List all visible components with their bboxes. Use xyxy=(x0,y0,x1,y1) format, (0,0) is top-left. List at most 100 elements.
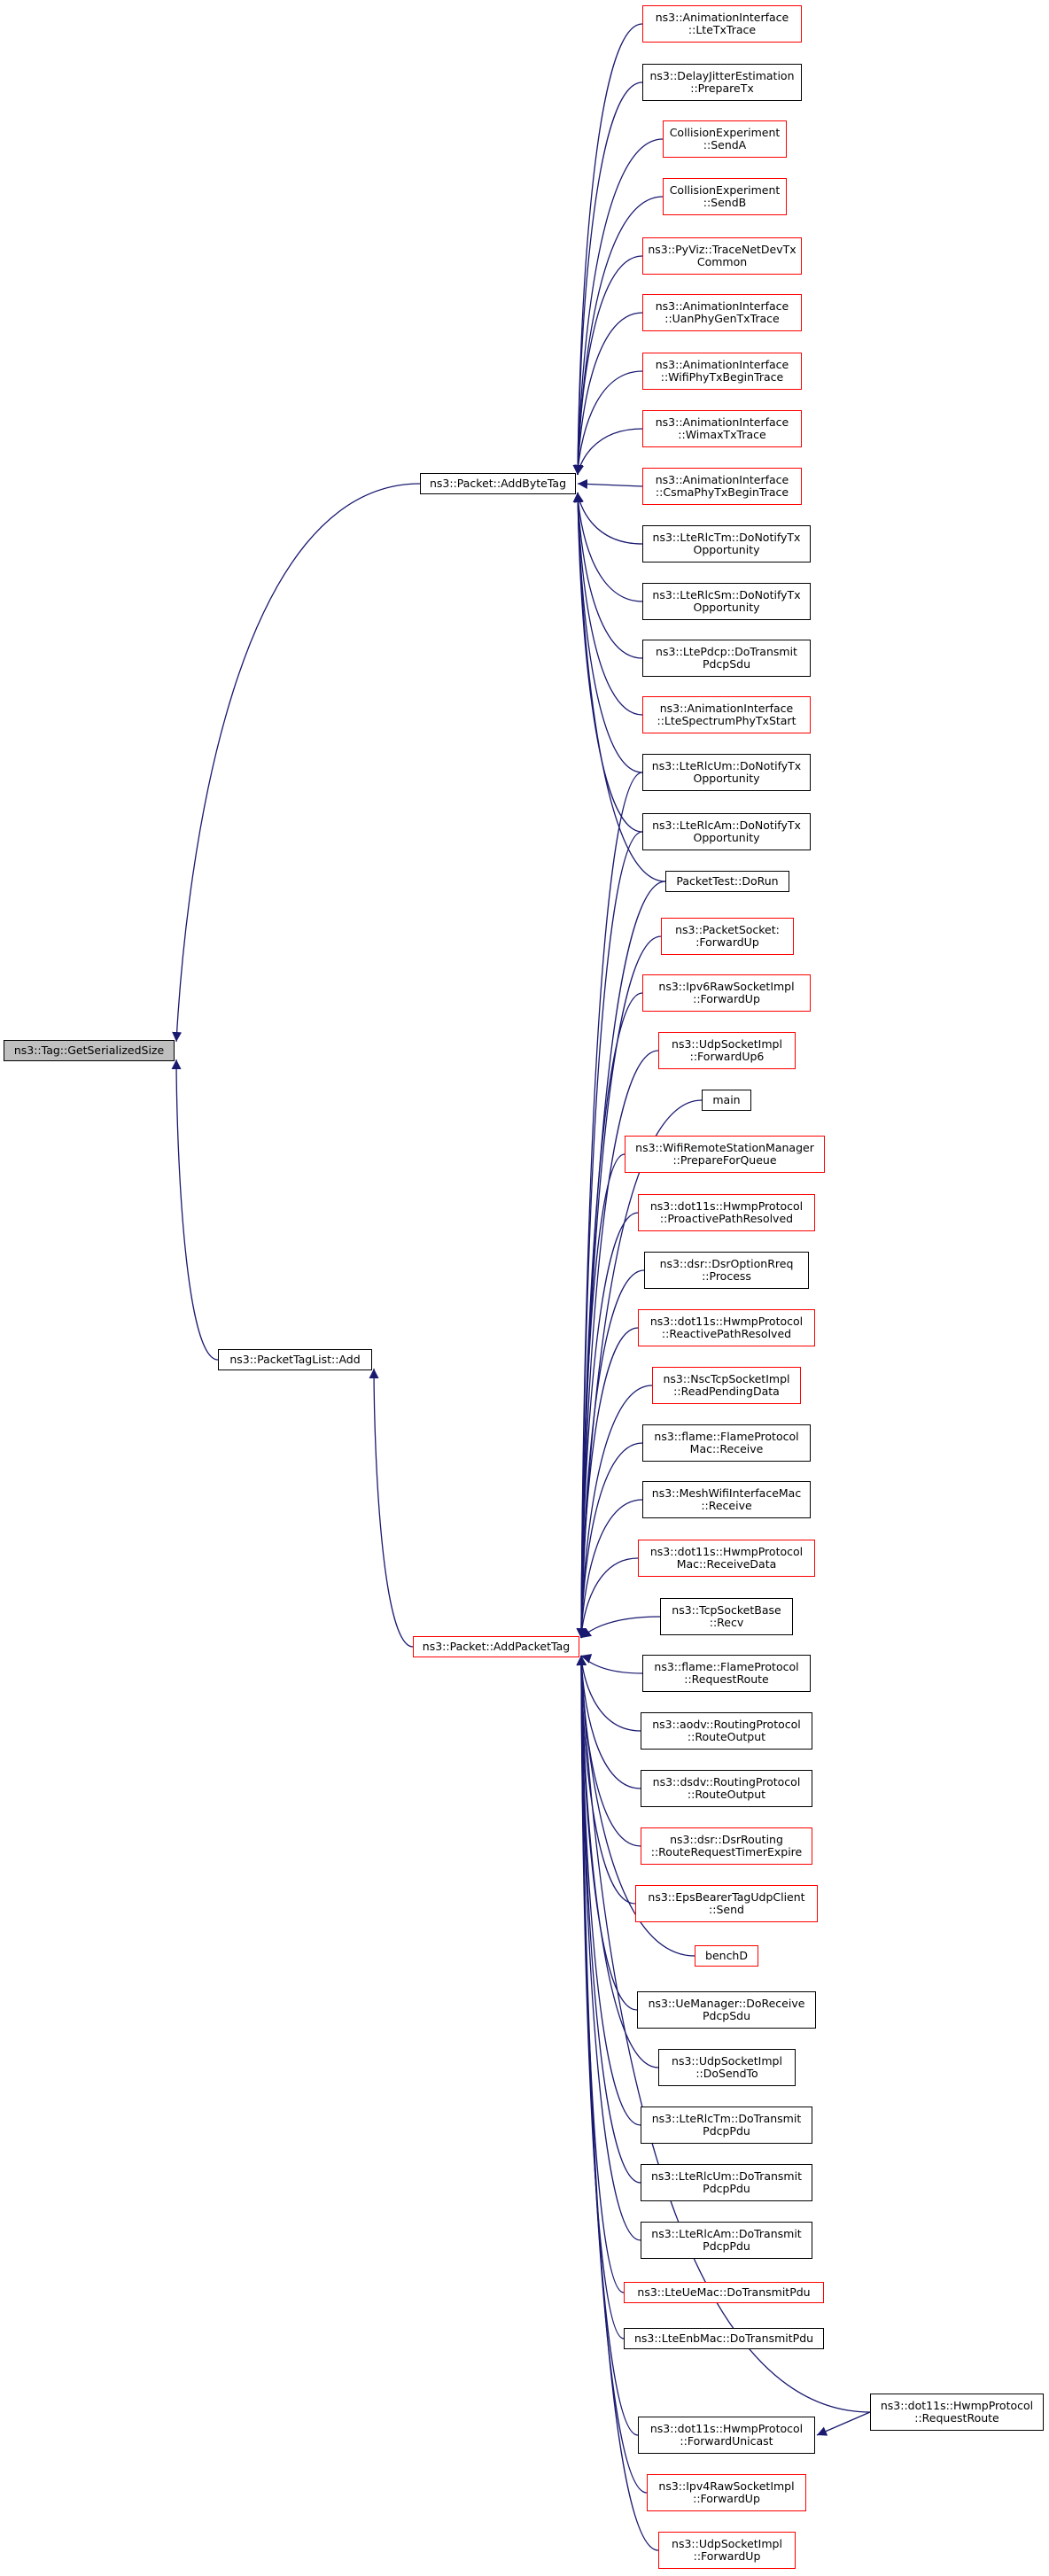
node-collision-sendb[interactable]: CollisionExperiment::SendB xyxy=(663,178,787,215)
node-label: ns3::LteRlcAm::DoTransmit xyxy=(651,2227,802,2240)
node-packet-addbytetag[interactable]: ns3::Packet::AddByteTag xyxy=(420,473,576,494)
node-tag-getserializedsize[interactable]: ns3::Tag::GetSerializedSize xyxy=(4,1040,175,1061)
node-dsrrouting-rreqtimer[interactable]: ns3::dsr::DsrRouting::RouteRequestTimerE… xyxy=(641,1827,812,1865)
node-aodv-routeoutput[interactable]: ns3::aodv::RoutingProtocol::RouteOutput xyxy=(641,1712,812,1750)
node-label: ns3::LteEnbMac::DoTransmitPdu xyxy=(633,2332,814,2345)
node-wifiremote-prepareforqueue[interactable]: ns3::WifiRemoteStationManager::PrepareFo… xyxy=(625,1136,825,1173)
node-benchd[interactable]: benchD xyxy=(695,1945,758,1967)
node-dsdv-routeoutput[interactable]: ns3::dsdv::RoutingProtocol::RouteOutput xyxy=(641,1770,812,1807)
edge-ltercl-am-dotransmit-to-packet-addpackettag xyxy=(576,1655,641,2241)
node-label: ::ReadPendingData xyxy=(673,1385,780,1398)
node-packettaglist-add[interactable]: ns3::PacketTagList::Add xyxy=(218,1349,372,1370)
edge-ltercl-um-donotifytx-to-packet-addbytetag xyxy=(572,492,643,773)
edge-packettest-dorun-to-packet-addbytetag xyxy=(572,492,666,882)
node-label: ns3::UeManager::DoReceive xyxy=(648,1997,805,2010)
node-hwmp-requestroute[interactable]: ns3::dot11s::HwmpProtocol::RequestRoute xyxy=(870,2394,1044,2431)
node-label: ns3::LteRlcAm::DoNotifyTx xyxy=(652,819,801,832)
node-flame-requestroute[interactable]: ns3::flame::FlameProtocol::RequestRoute xyxy=(642,1655,811,1692)
edge-hwmp-requestroute-to-hwmp-forwardunicast xyxy=(816,2411,871,2436)
edge-flame-requestroute-to-packet-addpackettag xyxy=(580,1654,643,1674)
node-label: ::Send xyxy=(709,1903,744,1916)
node-tcpsocketbase-recv[interactable]: ns3::TcpSocketBase::Recv xyxy=(660,1598,793,1635)
node-label: ::ForwardUp xyxy=(693,2492,760,2505)
node-udpsocket-forwardup6[interactable]: ns3::UdpSocketImpl::ForwardUp6 xyxy=(658,1032,796,1069)
node-label: ns3::Ipv6RawSocketImpl xyxy=(658,980,795,993)
node-lteenbmac-dotransmitpdu[interactable]: ns3::LteEnbMac::DoTransmitPdu xyxy=(624,2328,824,2349)
edge-meshwifi-receive-to-packet-addpackettag xyxy=(576,1499,643,1639)
node-label: ::PrepareTx xyxy=(690,81,754,95)
node-label: PdcpSdu xyxy=(702,657,751,671)
node-anim-wimaxtx[interactable]: ns3::AnimationInterface::WimaxTxTrace xyxy=(642,410,802,447)
node-label: ns3::dot11s::HwmpProtocol xyxy=(649,2422,804,2435)
node-nsctcp-readpending[interactable]: ns3::NscTcpSocketImpl::ReadPendingData xyxy=(652,1367,801,1404)
node-udpsocket-forwardup[interactable]: ns3::UdpSocketImpl::ForwardUp xyxy=(658,2532,796,2569)
node-label: ns3::UdpSocketImpl xyxy=(672,1037,782,1051)
node-anim-csmaphytxbegin[interactable]: ns3::AnimationInterface::CsmaPhyTxBeginT… xyxy=(642,468,802,505)
node-hwmp-reactivepath[interactable]: ns3::dot11s::HwmpProtocol::ReactivePathR… xyxy=(638,1309,815,1346)
node-meshwifi-receive[interactable]: ns3::MeshWifiInterfaceMac::Receive xyxy=(642,1481,811,1518)
edge-aodv-routeoutput-to-packet-addpackettag xyxy=(577,1655,641,1732)
node-epsbearer-send[interactable]: ns3::EpsBearerTagUdpClient::Send xyxy=(635,1885,818,1922)
node-hwmp-proactivepath[interactable]: ns3::dot11s::HwmpProtocol::ProactivePath… xyxy=(638,1194,815,1231)
node-ipv4raw-forwardup[interactable]: ns3::Ipv4RawSocketImpl::ForwardUp xyxy=(647,2474,806,2511)
node-main[interactable]: main xyxy=(702,1090,751,1111)
node-label: ns3::dsdv::RoutingProtocol xyxy=(652,1775,801,1788)
node-anim-uanphygentx[interactable]: ns3::AnimationInterface::UanPhyGenTxTrac… xyxy=(642,294,802,331)
node-label: ns3::Ipv4RawSocketImpl xyxy=(658,2479,795,2493)
node-label: PacketTest::DoRun xyxy=(676,874,779,888)
node-label: Opportunity xyxy=(693,831,760,844)
node-packettest-dorun[interactable]: PacketTest::DoRun xyxy=(665,871,789,892)
node-udpsocket-dosendto[interactable]: ns3::UdpSocketImpl::DoSendTo xyxy=(658,2049,796,2086)
node-label: ns3::NscTcpSocketImpl xyxy=(663,1372,790,1385)
node-label: ns3::MeshWifiInterfaceMac xyxy=(651,1486,802,1500)
node-label: ns3::Packet::AddByteTag xyxy=(429,477,567,490)
node-hwmp-forwardunicast[interactable]: ns3::dot11s::HwmpProtocol::ForwardUnicas… xyxy=(638,2417,815,2454)
node-label: ns3::UdpSocketImpl xyxy=(672,2054,782,2068)
node-label: :ForwardUp xyxy=(695,935,759,949)
node-anim-ltespectrumphytx[interactable]: ns3::AnimationInterface::LteSpectrumPhyT… xyxy=(642,696,811,733)
node-label: ::RequestRoute xyxy=(684,1672,769,1686)
edge-packettaglist-add-to-tag-getserializedsize xyxy=(171,1059,219,1361)
node-collision-senda[interactable]: CollisionExperiment::SendA xyxy=(663,120,787,158)
edge-anim-ltespectrumphytx-to-packet-addbytetag xyxy=(572,492,643,716)
node-anim-wifiphytxbegin[interactable]: ns3::AnimationInterface::WifiPhyTxBeginT… xyxy=(642,353,802,390)
node-label: ::SendA xyxy=(703,138,747,151)
node-label: ns3::DelayJitterEstimation xyxy=(649,69,795,82)
node-ipv6raw-forwardup[interactable]: ns3::Ipv6RawSocketImpl::ForwardUp xyxy=(642,974,811,1012)
node-anim-ltetxtrace[interactable]: ns3::AnimationInterface::LteTxTrace xyxy=(642,5,802,43)
node-label: Opportunity xyxy=(693,543,760,556)
node-delayjitter-preparetx[interactable]: ns3::DelayJitterEstimation::PrepareTx xyxy=(642,64,802,101)
node-packetsocket-forwardup[interactable]: ns3::PacketSocket::ForwardUp xyxy=(661,918,794,955)
node-label: ns3::UdpSocketImpl xyxy=(672,2537,782,2550)
node-label: ns3::dot11s::HwmpProtocol xyxy=(649,1315,804,1328)
node-label: ns3::Tag::GetSerializedSize xyxy=(13,1044,165,1057)
node-packet-addpackettag[interactable]: ns3::Packet::AddPacketTag xyxy=(413,1636,579,1657)
node-label: ns3::PacketSocket: xyxy=(675,923,780,936)
node-dsroptionrreq-process[interactable]: ns3::dsr::DsrOptionRreq::Process xyxy=(644,1252,809,1289)
node-label: ::SendB xyxy=(703,196,747,209)
node-label: ::ProactivePathResolved xyxy=(659,1212,794,1225)
edge-flame-mac-receive-to-packet-addpackettag xyxy=(576,1442,643,1639)
node-label: ns3::LteRlcUm::DoTransmit xyxy=(650,2169,802,2183)
node-label: ::RouteOutput xyxy=(687,1788,766,1801)
node-label: ::UanPhyGenTxTrace xyxy=(664,312,780,325)
node-label: CollisionExperiment xyxy=(669,183,781,197)
node-label: ::Process xyxy=(702,1269,751,1283)
edge-anim-ltetxtrace-to-packet-addbytetag xyxy=(572,23,643,476)
edge-udpsocket-forwardup-to-packet-addpackettag xyxy=(576,1655,659,2551)
node-label: PdcpPdu xyxy=(703,2182,750,2195)
node-lteuemac-dotransmitpdu[interactable]: ns3::LteUeMac::DoTransmitPdu xyxy=(624,2282,824,2303)
node-label: ns3::dot11s::HwmpProtocol xyxy=(649,1199,804,1213)
